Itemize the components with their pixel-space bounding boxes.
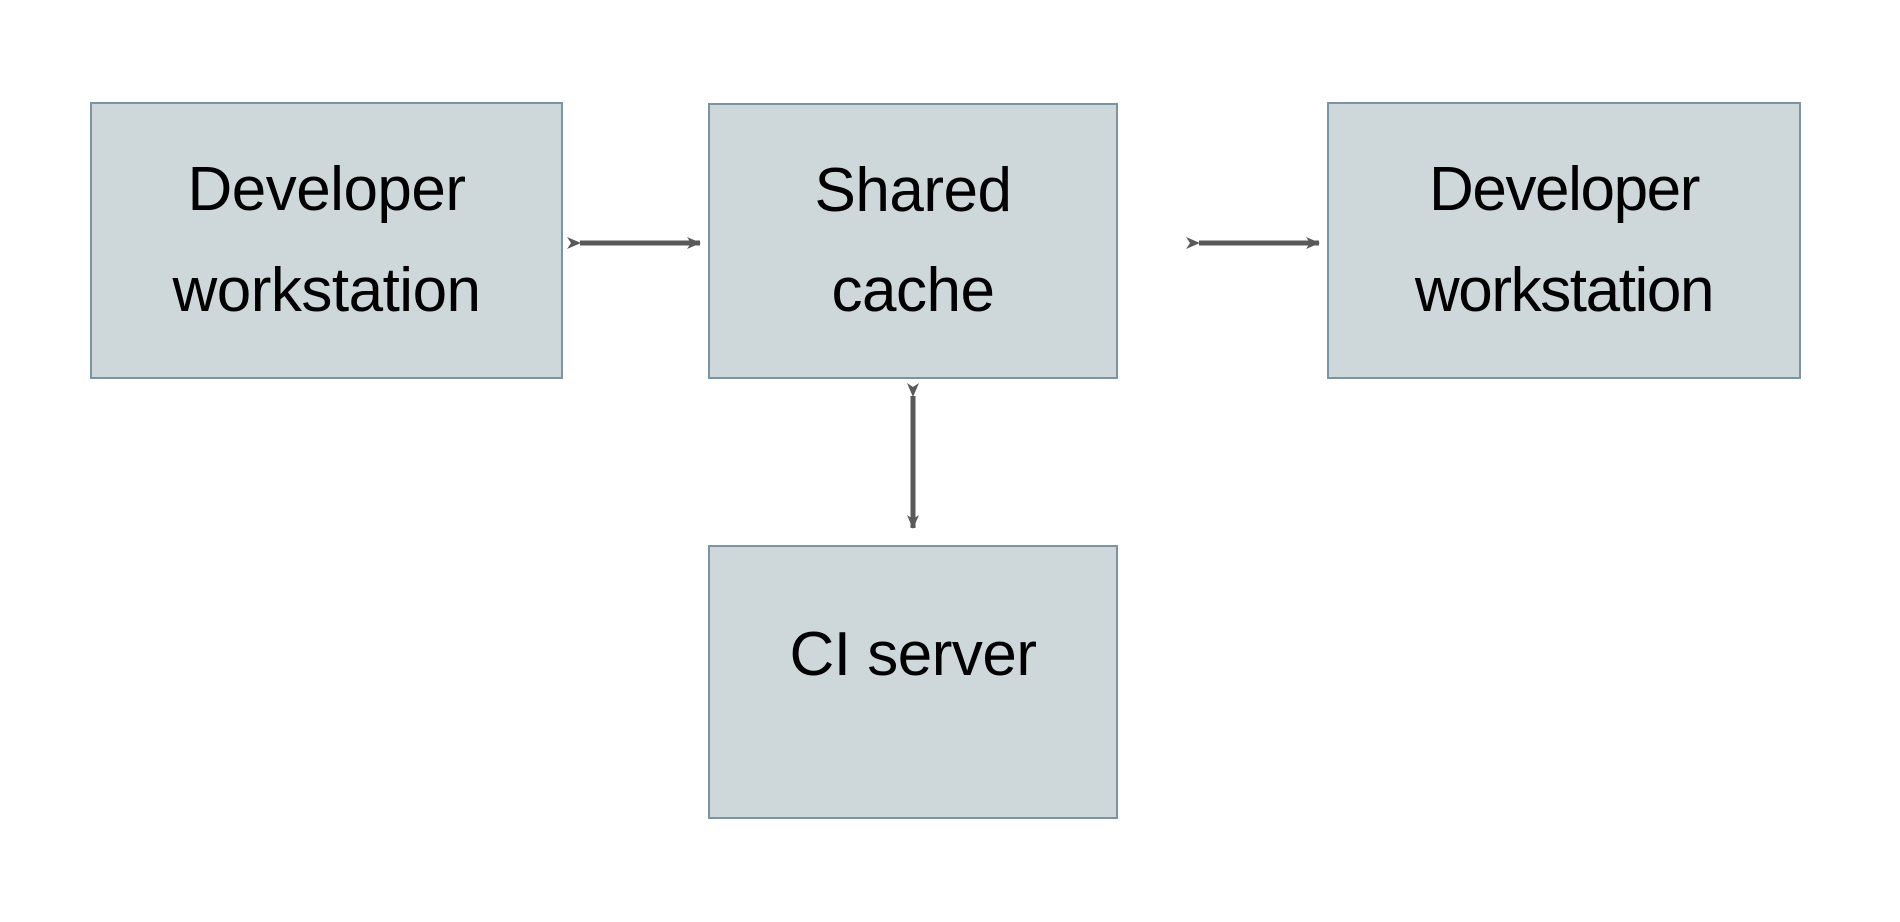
node-shared-cache[interactable]: Shared cache bbox=[708, 103, 1118, 379]
node-ci-server[interactable]: CI server bbox=[708, 545, 1118, 819]
node-label-shared-cache: Shared cache bbox=[814, 155, 1012, 325]
node-label-developer-workstation-right: Developer workstation bbox=[1414, 155, 1715, 325]
node-developer-workstation-left[interactable]: Developer workstation bbox=[90, 102, 563, 379]
node-label-ci-server: CI server bbox=[789, 620, 1037, 689]
node-developer-workstation-right[interactable]: Developer workstation bbox=[1327, 102, 1801, 379]
node-label-developer-workstation-left: Developer workstation bbox=[172, 155, 481, 325]
